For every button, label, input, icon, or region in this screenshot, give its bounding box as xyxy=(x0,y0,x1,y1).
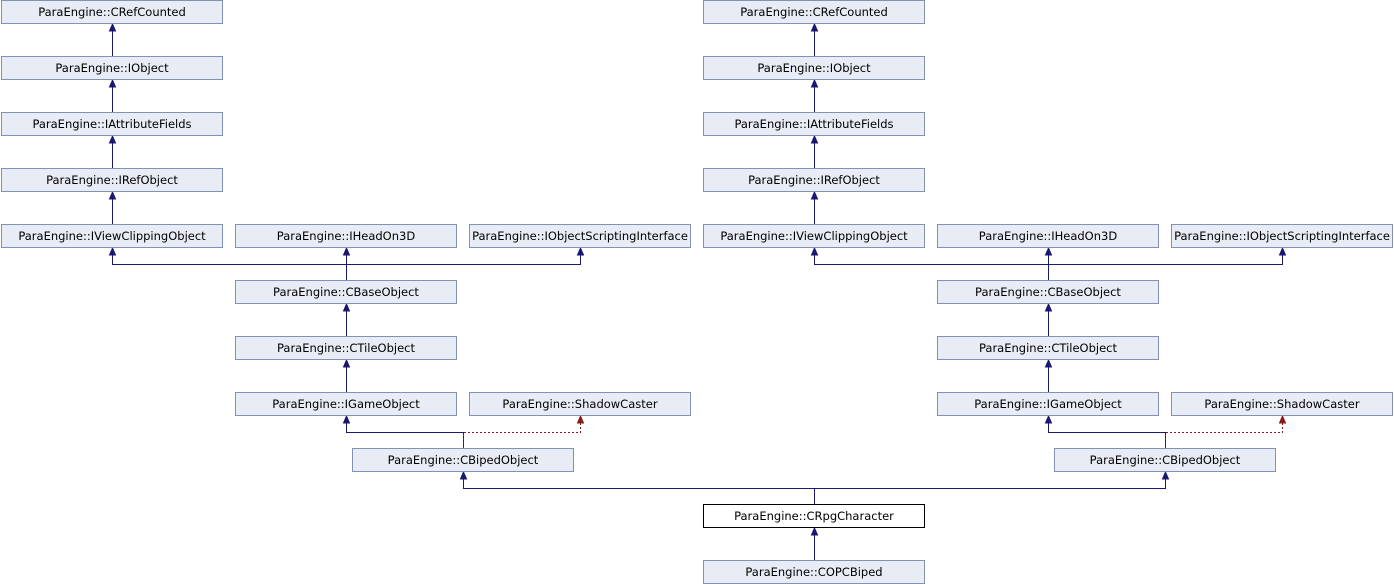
inheritance-arrowhead-l_cbipedobject-to-l_shadowcaster xyxy=(576,414,585,424)
inheritance-edge-r_cbaseobject-to-r_iviewclippingobject xyxy=(814,255,1049,280)
inheritance-arrowhead-l_cbaseobject-to-l_iviewclippingobject xyxy=(108,246,117,256)
node-l-iobject[interactable]: ParaEngine::IObject xyxy=(1,56,223,80)
inheritance-edge-crpgcharacter-to-l_cbipedobject xyxy=(463,479,815,504)
inheritance-edge-r_cbipedobject-to-r_igameobject xyxy=(1048,423,1166,448)
node-r-iobject[interactable]: ParaEngine::IObject xyxy=(703,56,925,80)
inheritance-arrowhead-r_ctileobject-to-r_cbaseobject xyxy=(1044,302,1053,312)
node-r-shadowcaster[interactable]: ParaEngine::ShadowCaster xyxy=(1171,392,1393,416)
node-l-igameobject[interactable]: ParaEngine::IGameObject xyxy=(235,392,457,416)
node-l-cbaseobject[interactable]: ParaEngine::CBaseObject xyxy=(235,280,457,304)
node-r-igameobject[interactable]: ParaEngine::IGameObject xyxy=(937,392,1159,416)
inheritance-arrowhead-r_cbipedobject-to-r_igameobject xyxy=(1044,414,1053,424)
inheritance-edge-r_cbipedobject-to-r_shadowcaster xyxy=(1165,423,1283,448)
node-r-iheadon3d[interactable]: ParaEngine::IHeadOn3D xyxy=(937,224,1159,248)
inheritance-arrowhead-l_cbipedobject-to-l_igameobject xyxy=(342,414,351,424)
node-r-cbipedobject[interactable]: ParaEngine::CBipedObject xyxy=(1054,448,1276,472)
inheritance-arrowhead-r_cbipedobject-to-r_shadowcaster xyxy=(1278,414,1287,424)
inheritance-edge-l_cbipedobject-to-l_igameobject xyxy=(346,423,464,448)
inheritance-arrowhead-r_iattributefields-to-r_iobject xyxy=(810,78,819,88)
inheritance-arrowhead-l_cbaseobject-to-l_iheadon3d xyxy=(342,246,351,256)
inheritance-arrowhead-l_iviewclippingobject-to-l_irefobject xyxy=(108,190,117,200)
inheritance-edge-r_cbaseobject-to-r_iobjectscriptinginterface xyxy=(1048,255,1283,280)
node-r-cbaseobject[interactable]: ParaEngine::CBaseObject xyxy=(937,280,1159,304)
inheritance-arrowhead-l_iobject-to-l_crefcounted xyxy=(108,22,117,32)
inheritance-arrowhead-r_iviewclippingobject-to-r_irefobject xyxy=(810,190,819,200)
node-l-cbipedobject[interactable]: ParaEngine::CBipedObject xyxy=(352,448,574,472)
inheritance-arrowhead-r_igameobject-to-r_ctileobject xyxy=(1044,358,1053,368)
node-r-crefcounted[interactable]: ParaEngine::CRefCounted xyxy=(703,0,925,24)
inheritance-arrowhead-r_iobject-to-r_crefcounted xyxy=(810,22,819,32)
node-l-iattributefields[interactable]: ParaEngine::IAttributeFields xyxy=(1,112,223,136)
node-r-ctileobject[interactable]: ParaEngine::CTileObject xyxy=(937,336,1159,360)
node-l-iobjectscriptinginterface[interactable]: ParaEngine::IObjectScriptingInterface xyxy=(469,224,691,248)
inheritance-arrowhead-crpgcharacter-to-l_cbipedobject xyxy=(459,470,468,480)
node-r-irefobject[interactable]: ParaEngine::IRefObject xyxy=(703,168,925,192)
node-l-ctileobject[interactable]: ParaEngine::CTileObject xyxy=(235,336,457,360)
node-l-iheadon3d[interactable]: ParaEngine::IHeadOn3D xyxy=(235,224,457,248)
inheritance-edge-l_cbaseobject-to-l_iobjectscriptinginterface xyxy=(346,255,581,280)
inheritance-arrowhead-l_ctileobject-to-l_cbaseobject xyxy=(342,302,351,312)
node-l-irefobject[interactable]: ParaEngine::IRefObject xyxy=(1,168,223,192)
node-r-iattributefields[interactable]: ParaEngine::IAttributeFields xyxy=(703,112,925,136)
node-l-iviewclippingobject[interactable]: ParaEngine::IViewClippingObject xyxy=(1,224,223,248)
inheritance-arrowhead-copcbiped-to-crpgcharacter xyxy=(810,526,819,536)
inheritance-edge-l_cbipedobject-to-l_shadowcaster xyxy=(463,423,581,448)
inheritance-arrowhead-l_cbaseobject-to-l_iobjectscriptinginterface xyxy=(576,246,585,256)
inheritance-edge-l_cbaseobject-to-l_iviewclippingobject xyxy=(112,255,347,280)
node-l-crefcounted[interactable]: ParaEngine::CRefCounted xyxy=(1,0,223,24)
inheritance-arrowhead-r_cbaseobject-to-r_iheadon3d xyxy=(1044,246,1053,256)
node-copcbiped[interactable]: ParaEngine::COPCBiped xyxy=(703,560,925,584)
inheritance-arrowhead-l_igameobject-to-l_ctileobject xyxy=(342,358,351,368)
inheritance-arrowhead-r_cbaseobject-to-r_iobjectscriptinginterface xyxy=(1278,246,1287,256)
node-crpgcharacter: ParaEngine::CRpgCharacter xyxy=(703,504,925,528)
node-r-iobjectscriptinginterface[interactable]: ParaEngine::IObjectScriptingInterface xyxy=(1171,224,1393,248)
node-l-shadowcaster[interactable]: ParaEngine::ShadowCaster xyxy=(469,392,691,416)
inheritance-arrowhead-l_iattributefields-to-l_iobject xyxy=(108,78,117,88)
node-r-iviewclippingobject[interactable]: ParaEngine::IViewClippingObject xyxy=(703,224,925,248)
inheritance-arrowhead-crpgcharacter-to-r_cbipedobject xyxy=(1161,470,1170,480)
inheritance-edge-crpgcharacter-to-r_cbipedobject xyxy=(814,479,1166,504)
inheritance-arrowhead-r_cbaseobject-to-r_iviewclippingobject xyxy=(810,246,819,256)
inheritance-arrowhead-r_irefobject-to-r_iattributefields xyxy=(810,134,819,144)
inheritance-arrowhead-l_irefobject-to-l_iattributefields xyxy=(108,134,117,144)
